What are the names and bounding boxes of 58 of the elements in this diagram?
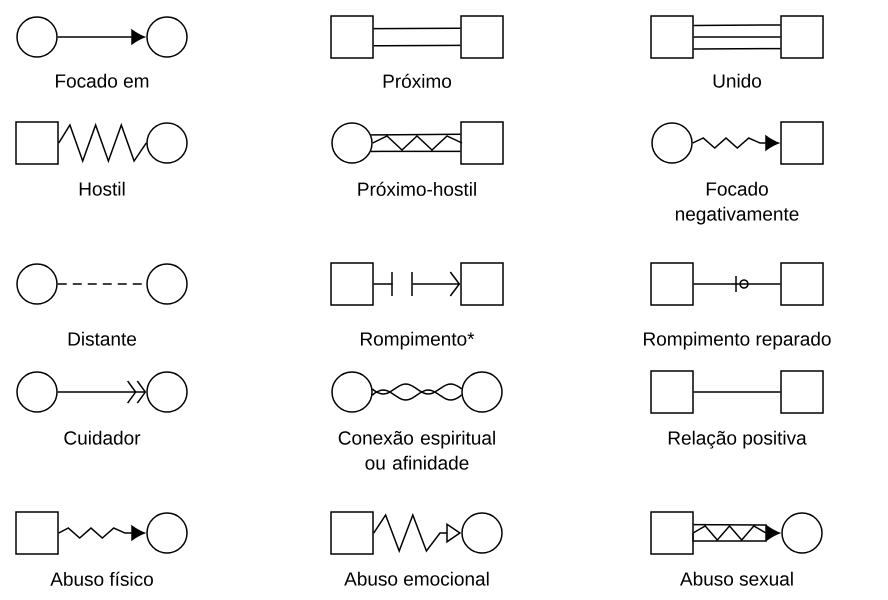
circle-symbol [146,263,188,305]
relationship-line [692,524,780,542]
circle-symbol [461,512,503,554]
circle-symbol [651,122,693,164]
square-symbol [15,121,59,165]
square-symbol [330,262,374,306]
square-symbol [780,370,824,414]
relationship-line [374,272,460,296]
relationship-line [693,275,781,293]
circle-symbol [331,371,373,413]
square-symbol [330,15,374,59]
relationship-line [58,122,147,164]
caption: Próximo-hostil [358,182,476,196]
caption: Focado negativamente [676,182,798,224]
caption: Relação positiva [668,430,807,449]
caption: Rompimento reparado [644,332,831,350]
square-symbol [330,511,374,555]
relationship-line [694,391,780,393]
caption: Próximo [384,74,452,88]
relationship-line [58,29,145,45]
square-symbol [650,511,694,555]
circle-symbol [146,371,188,413]
caption: Rompimento* [361,332,474,350]
relationship-line [58,525,145,541]
relationship-line [692,135,779,151]
relationship-line [372,383,462,401]
square-symbol [460,15,504,59]
square-symbol [780,121,824,165]
square-symbol [650,15,694,59]
circle-symbol [781,512,823,554]
square-symbol [460,121,504,165]
caption: Abuso sexual [680,572,793,586]
caption: Abuso emocional [344,572,489,586]
relationship-line [370,133,463,152]
caption: Distante [68,332,136,346]
circle-symbol [16,371,58,413]
relationship-line [58,380,146,404]
circle-symbol [146,16,188,58]
caption: Cuidador [64,430,140,445]
circle-symbol [16,263,58,305]
circle-symbol [146,512,188,554]
caption: Hostil [80,182,124,196]
circle-symbol [461,371,503,413]
relationship-line [373,27,461,47]
square-symbol [780,262,824,306]
caption: Unido [714,74,762,88]
square-symbol [780,15,824,59]
square-symbol [650,262,694,306]
relationship-line [693,24,781,50]
square-symbol [650,370,694,414]
square-symbol [460,262,504,306]
caption: Abuso físico [50,572,153,586]
circle-symbol [16,16,58,58]
circle-symbol [146,122,188,164]
circle-symbol [331,122,373,164]
caption: Focado em [56,74,148,88]
square-symbol [15,511,59,555]
caption: Conexão espiritual ou afinidade [338,430,495,470]
